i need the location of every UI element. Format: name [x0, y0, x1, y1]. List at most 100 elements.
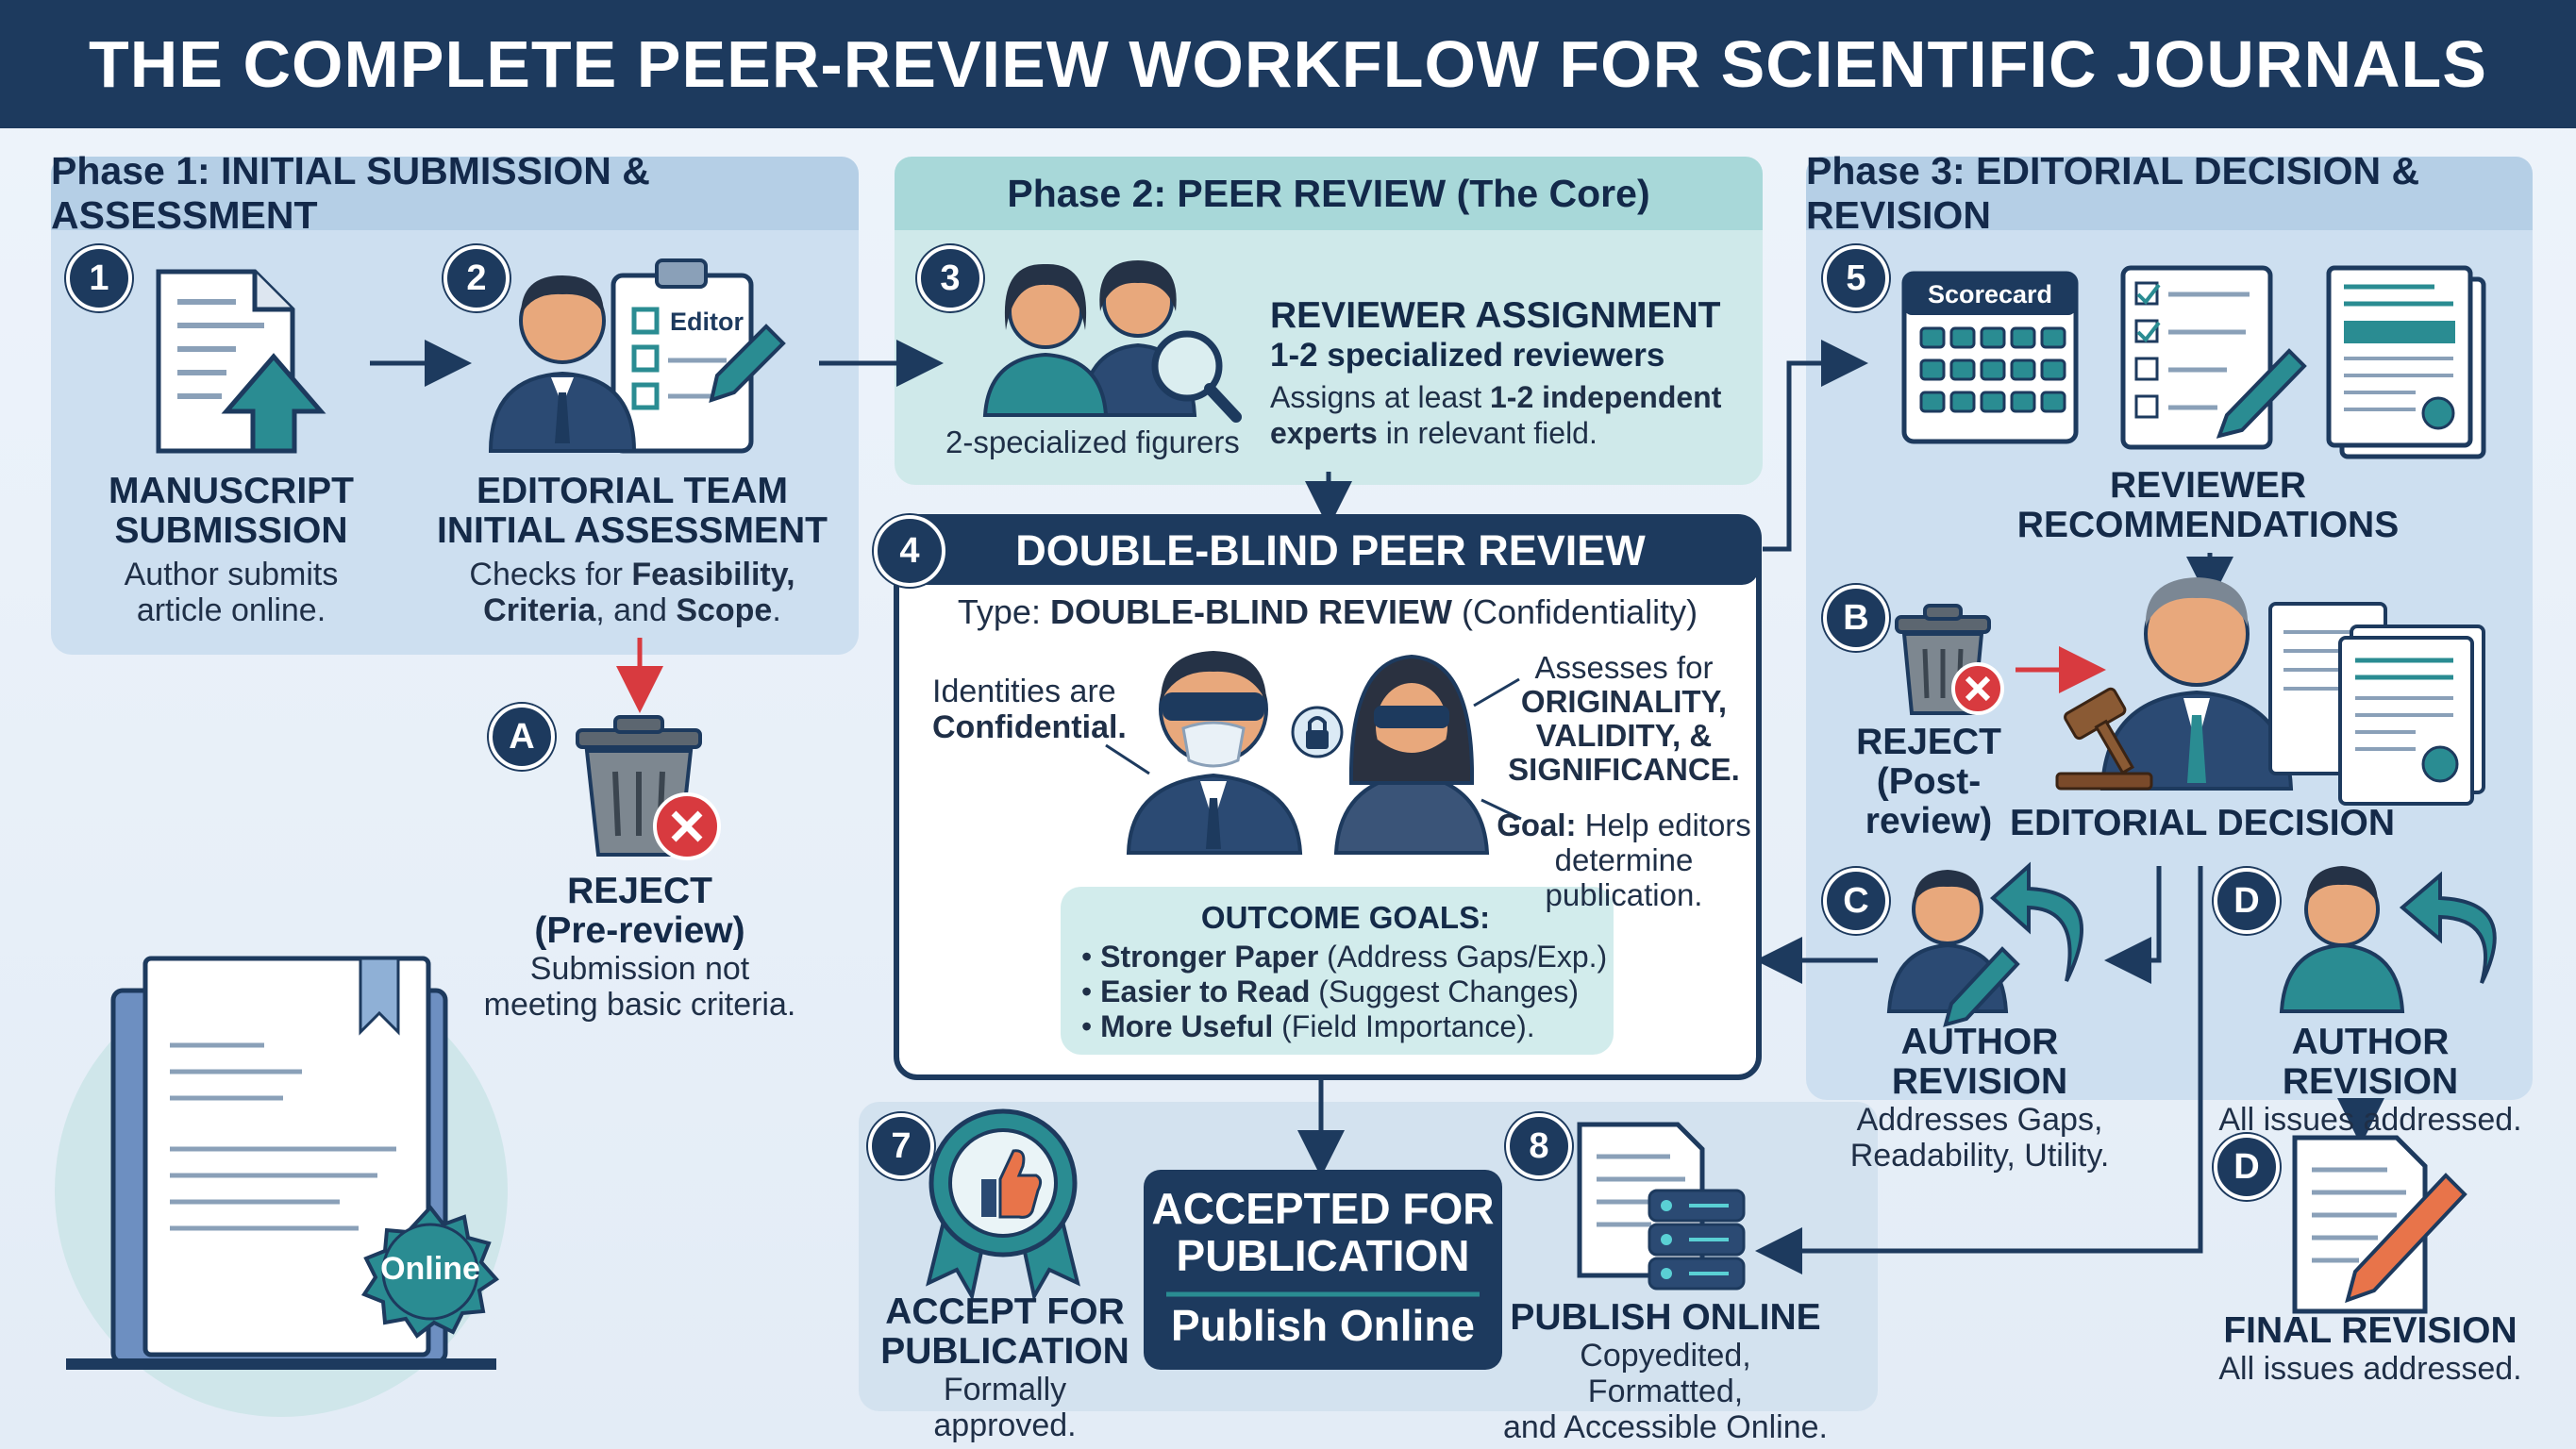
scorecard-label: Scorecard — [1927, 279, 2053, 308]
reject-a-desc-line2: meeting basic criteria. — [483, 987, 796, 1023]
identities-text: Identities are Confidential. — [932, 674, 1178, 745]
identities-line1: Identities are — [932, 674, 1116, 709]
editor-judge-icon — [2055, 577, 2294, 791]
step-badge-4: 4 — [874, 515, 945, 587]
review-type-text: Type: DOUBLE-BLIND REVIEW (Confidentiali… — [957, 592, 1698, 631]
step5-title-line1: REVIEWER — [2109, 465, 2307, 506]
step2-title-line1: EDITORIAL TEAM — [476, 471, 789, 511]
step8-desc-line2: and Accessible Online. — [1503, 1409, 1828, 1445]
step7-title-line1: ACCEPT FOR — [885, 1291, 1125, 1332]
reject-b-text: REJECT (Post-review) — [1815, 723, 2042, 841]
revision-c-text: AUTHOR REVISION Addresses Gaps, Readabil… — [1812, 1023, 2148, 1174]
outcome-item-2: • Easier to Read (Suggest Changes) — [1081, 974, 1580, 1008]
report-document-icon — [2326, 265, 2486, 459]
step1-desc-line2: article online. — [136, 592, 326, 628]
reject-b-title-line1: REJECT — [1856, 722, 2001, 762]
step-badge-d2: D — [2214, 1134, 2280, 1200]
goal-line1: Goal: Help editors — [1497, 808, 1751, 842]
goal-text: Goal: Help editors determine publication… — [1497, 808, 1751, 912]
step3-desc-line1: Assigns at least 1-2 independent — [1270, 380, 1722, 414]
step-badge-b: B — [1823, 585, 1889, 651]
revision-d-desc: All issues addressed. — [2218, 1102, 2522, 1138]
assess-line4: SIGNIFICANCE. — [1508, 752, 1740, 787]
step2-text: EDITORIAL TEAM INITIAL ASSESSMENT Checks… — [415, 471, 849, 629]
blindfolded-reviewers-icon — [1105, 651, 1522, 855]
assess-text: Assesses for ORIGINALITY, VALIDITY, & SI… — [1497, 651, 1751, 787]
step2-desc-line1: Checks for Feasibility, — [469, 557, 795, 592]
reviewers-icon — [982, 260, 1242, 423]
revision-c-title: AUTHOR REVISION — [1891, 1022, 2068, 1102]
step7-desc: Formally approved. — [933, 1372, 1077, 1443]
identities-line2: Confidential. — [932, 709, 1127, 745]
reject-a-title-line2: (Pre-review) — [534, 910, 745, 951]
outcome-item-1: • Stronger Paper (Address Gaps/Exp.) — [1081, 940, 1608, 974]
trash-icon-a — [576, 715, 721, 860]
accepted-line1: ACCEPTED FOR — [1151, 1184, 1495, 1233]
arrow-decision-to-c — [2104, 866, 2162, 984]
step8-text: PUBLISH ONLINE Copyedited, Formatted, an… — [1500, 1298, 1831, 1446]
revision-d-text: AUTHOR REVISION All issues addressed. — [2202, 1022, 2538, 1139]
step-badge-3: 3 — [917, 245, 983, 311]
outcome-title: OUTCOME GOALS: — [1200, 900, 1491, 935]
reject-a-title-line1: REJECT — [567, 871, 712, 911]
step-badge-7: 7 — [868, 1113, 934, 1179]
trash-icon-b — [1895, 604, 2004, 715]
revision-d-title: AUTHOR REVISION — [2282, 1022, 2459, 1102]
checklist-icon — [2120, 265, 2307, 450]
step-badge-5: 5 — [1823, 245, 1889, 311]
assess-line3: VALIDITY, & — [1535, 718, 1713, 753]
final-revision-icon — [2292, 1135, 2467, 1314]
double-blind-header: DOUBLE-BLIND PEER REVIEW — [1015, 526, 1646, 575]
accepted-line2: PUBLICATION — [1176, 1231, 1470, 1280]
step1-text: MANUSCRIPT SUBMISSION Author submits art… — [66, 471, 396, 629]
revision-c-desc-line1: Addresses Gaps, — [1856, 1102, 2103, 1138]
step5-text: REVIEWER RECOMMENDATIONS — [2000, 466, 2416, 545]
step1-desc-line1: Author submits — [124, 557, 339, 592]
award-badge-icon — [926, 1108, 1080, 1302]
goal-line2: determine — [1554, 842, 1694, 877]
arrow-decision-to-publish — [1755, 866, 2203, 1274]
author-revision-d-icon — [2279, 866, 2497, 1013]
accepted-box — [1144, 1170, 1502, 1370]
assess-line1: Assesses for — [1534, 650, 1714, 685]
arrow-4-to-5 — [1763, 340, 1868, 552]
step-badge-c: C — [1823, 868, 1889, 934]
accepted-text: ACCEPTED FOR PUBLICATION Publish Online — [1144, 1185, 1502, 1349]
phase1-title: Phase 1: INITIAL SUBMISSION & ASSESSMENT — [51, 149, 859, 237]
reviewers-icon-label: 2-specialized figurers — [945, 425, 1240, 459]
final-revision-text: FINAL REVISION All issues addressed. — [2202, 1311, 2538, 1388]
editor-icon — [488, 258, 786, 454]
step3-desc-line2: experts in relevant field. — [1270, 416, 1597, 450]
step3-title: REVIEWER ASSIGNMENT — [1270, 295, 1721, 336]
decision-documents-icon — [2268, 602, 2485, 806]
step1-title-line1: MANUSCRIPT — [109, 471, 354, 511]
editorial-decision-title: EDITORIAL DECISION — [2009, 803, 2396, 843]
reject-a-desc-line1: Submission not — [529, 951, 750, 987]
step3-subtitle: 1-2 specialized reviewers — [1270, 337, 1665, 374]
phase3-title: Phase 3: EDITORIAL DECISION & REVISION — [1806, 149, 2533, 237]
step7-title-line2: PUBLICATION — [880, 1331, 1129, 1372]
step7-text: ACCEPT FOR PUBLICATION Formally approved… — [868, 1291, 1142, 1444]
accepted-line3: Publish Online — [1170, 1301, 1476, 1350]
scorecard-icon — [1901, 271, 2079, 444]
goal-line3: publication. — [1545, 877, 1703, 912]
clipboard-label: Editor — [670, 308, 744, 336]
assess-line2: ORIGINALITY, — [1520, 684, 1728, 719]
step-badge-1: 1 — [66, 245, 132, 311]
page-title: THE COMPLETE PEER-REVIEW WORKFLOW FOR SC… — [0, 0, 2576, 128]
step1-title-line2: SUBMISSION — [114, 510, 348, 551]
step5-title-line2: RECOMMENDATIONS — [2016, 505, 2400, 545]
step8-desc-line1: Copyedited, Formatted, — [1580, 1338, 1751, 1409]
reject-b-title-line2: (Post-review) — [1865, 761, 1993, 841]
revision-c-desc-line2: Readability, Utility. — [1849, 1138, 2110, 1174]
reject-a-text: REJECT (Pre-review) Submission not meeti… — [442, 871, 838, 1024]
step3-text: REVIEWER ASSIGNMENT 1-2 specialized revi… — [1270, 296, 1751, 451]
step-badge-2: 2 — [443, 245, 510, 311]
step-badge-8: 8 — [1506, 1113, 1572, 1179]
publish-online-icon — [1577, 1122, 1746, 1291]
outcome-goals: OUTCOME GOALS: • Stronger Paper (Address… — [1081, 900, 1610, 1044]
outcome-item-3: • More Useful (Field Importance). — [1081, 1009, 1535, 1043]
journal-book-icon — [55, 956, 508, 1417]
